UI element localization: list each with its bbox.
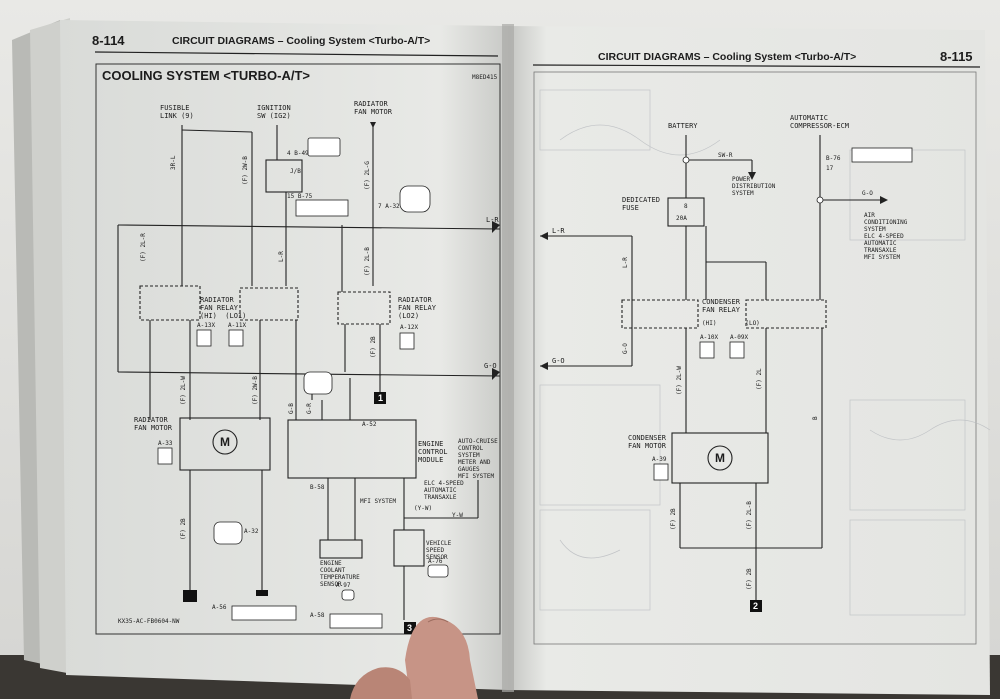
label-condenser-motor: CONDENSER FAN MOTOR [628, 434, 666, 450]
wire-gb: G-B [288, 403, 295, 414]
label-conn-a52: A-52 [362, 421, 377, 428]
wire-2lw: (F) 2L-W [180, 376, 187, 405]
wire-2b-2: (F) 2B [180, 518, 187, 540]
wire-3rl: 3R-L [170, 155, 177, 170]
label-conn-a32: 7 A-32 [378, 203, 400, 210]
label-coolant-sensor: ENGINE COOLANT TEMPERATURE SENSOR [320, 560, 360, 588]
label-wire-go-bus-right: G-O [552, 357, 565, 365]
left-diagram-code: M8ED415 [472, 74, 498, 81]
label-conn-b75: 15 B-75 [287, 193, 313, 200]
wire-2lb: (F) 2L-B [364, 247, 371, 276]
label-conn-a58: A-58 [310, 612, 325, 619]
label-vss: VEHICLE SPEED SENSOR [426, 540, 452, 561]
label-conn-a76: A-76 [428, 558, 443, 565]
label-conn-a13x: A-13X [197, 322, 216, 329]
label-battery: BATTERY [668, 122, 698, 130]
wire-2b: (F) 2B [370, 336, 377, 358]
wire-right-b: B [812, 416, 819, 420]
left-diagram-title: COOLING SYSTEM <TURBO-A/T> [102, 68, 311, 83]
wire-right-2l: (F) 2L [756, 368, 763, 390]
label-conn-a33: A-33 [158, 440, 173, 447]
wire-right-2b-2: (F) 2B [746, 568, 753, 590]
label-conn-a97: A-97 [336, 582, 351, 589]
label-radiator-fan-motor: RADIATOR FAN MOTOR [134, 416, 172, 432]
label-wire-swr: SW-R [718, 152, 733, 159]
label-pin-17: 17 [826, 165, 834, 172]
wire-lr-2: L-R [278, 251, 285, 262]
label-conn-b58: B-58 [310, 484, 325, 491]
label-wire-go-right: G-O [862, 190, 873, 197]
label-compressor-ecm: AUTOMATIC COMPRESSOR-ECM [790, 114, 850, 130]
wire-right-2lw: (F) 2L-W [676, 366, 683, 395]
wire-right-2b: (F) 2B [670, 508, 677, 530]
right-page-number: 8-115 [940, 49, 973, 64]
label-conn-a32b: A-32 [244, 528, 259, 535]
label-conn-a56: A-56 [212, 604, 227, 611]
label-ecm-notes: AUTO-CRUISE CONTROL SYSTEM METER AND GAU… [458, 438, 498, 480]
label-ac-notes: AIR CONDITIONING SYSTEM ELC 4-SPEED AUTO… [864, 212, 908, 261]
motor-symbol-left: M [220, 435, 230, 449]
wire-2wb-2: (F) 2W-B [252, 376, 259, 405]
label-conn-a09x: A-09X [730, 334, 749, 341]
label-condenser-relay: CONDENSER FAN RELAY [702, 298, 740, 314]
wire-gr: G-R [306, 403, 313, 414]
label-ecm: ENGINE CONTROL MODULE [418, 440, 448, 464]
label-conn-a39: A-39 [652, 456, 667, 463]
label-fuse-amp: 20A [676, 215, 687, 222]
label-conn-a10x: A-10X [700, 334, 719, 341]
label-conn-a11x: A-11X [228, 322, 247, 329]
label-conn-a12x: A-12X [400, 324, 419, 331]
label-relay-hi-lo: (HI) (LO) [702, 320, 760, 327]
label-wire-lr-right: L-R [552, 227, 565, 235]
label-wire-yw: Y-W [452, 512, 463, 519]
label-relay-hi: RADIATOR FAN RELAY (HI) (LO1) [200, 296, 247, 320]
label-radiator-fan-motor-top: RADIATOR FAN MOTOR [354, 100, 392, 116]
label-wire-go: G-O [484, 362, 497, 370]
ground-3-label: 3 [407, 623, 413, 633]
label-wire-yw-paren: (Y-W) [414, 505, 433, 512]
wire-2lg: (F) 2L-G [364, 161, 371, 190]
label-relay-lo2: RADIATOR FAN RELAY (LO2) [398, 296, 436, 320]
label-fusible-link: FUSIBLE LINK (9) [160, 104, 194, 120]
label-conn-b76: B-76 [826, 155, 841, 162]
right-running-header: CIRCUIT DIAGRAMS – Cooling System <Turbo… [598, 51, 857, 63]
label-fuse-number: 8 [684, 203, 688, 210]
wire-2wb: (F) 2W-B [242, 156, 249, 185]
wire-2lr: (F) 2L-R [140, 233, 147, 262]
label-elc: ELC 4-SPEED AUTOMATIC TRANSAXLE [424, 480, 464, 501]
wire-right-lr: L-R [622, 257, 629, 268]
ground-1-label: 1 [378, 393, 384, 403]
ground-2-label: 2 [753, 601, 759, 611]
label-ignition-sw: IGNITION SW (IG2) [257, 104, 291, 120]
label-power-dist: POWER DISTRIBUTION SYSTEM [732, 176, 776, 197]
label-dedicated-fuse: DEDICATED FUSE [622, 196, 660, 212]
wire-right-2lb: (F) 2L-B [746, 501, 753, 530]
left-page-number: 8-114 [92, 33, 125, 48]
label-conn-b49: 4 B-49 [287, 150, 309, 157]
left-footer-code: KX35-AC-FB0604-NW [118, 618, 180, 625]
wire-right-go: G-O [622, 343, 629, 354]
label-wire-lr: L-R [486, 216, 499, 224]
left-running-header: CIRCUIT DIAGRAMS – Cooling System <Turbo… [172, 35, 431, 47]
motor-symbol-right: M [715, 451, 725, 465]
label-mfi: MFI SYSTEM [360, 498, 397, 505]
label-jb: J/B [290, 168, 301, 175]
